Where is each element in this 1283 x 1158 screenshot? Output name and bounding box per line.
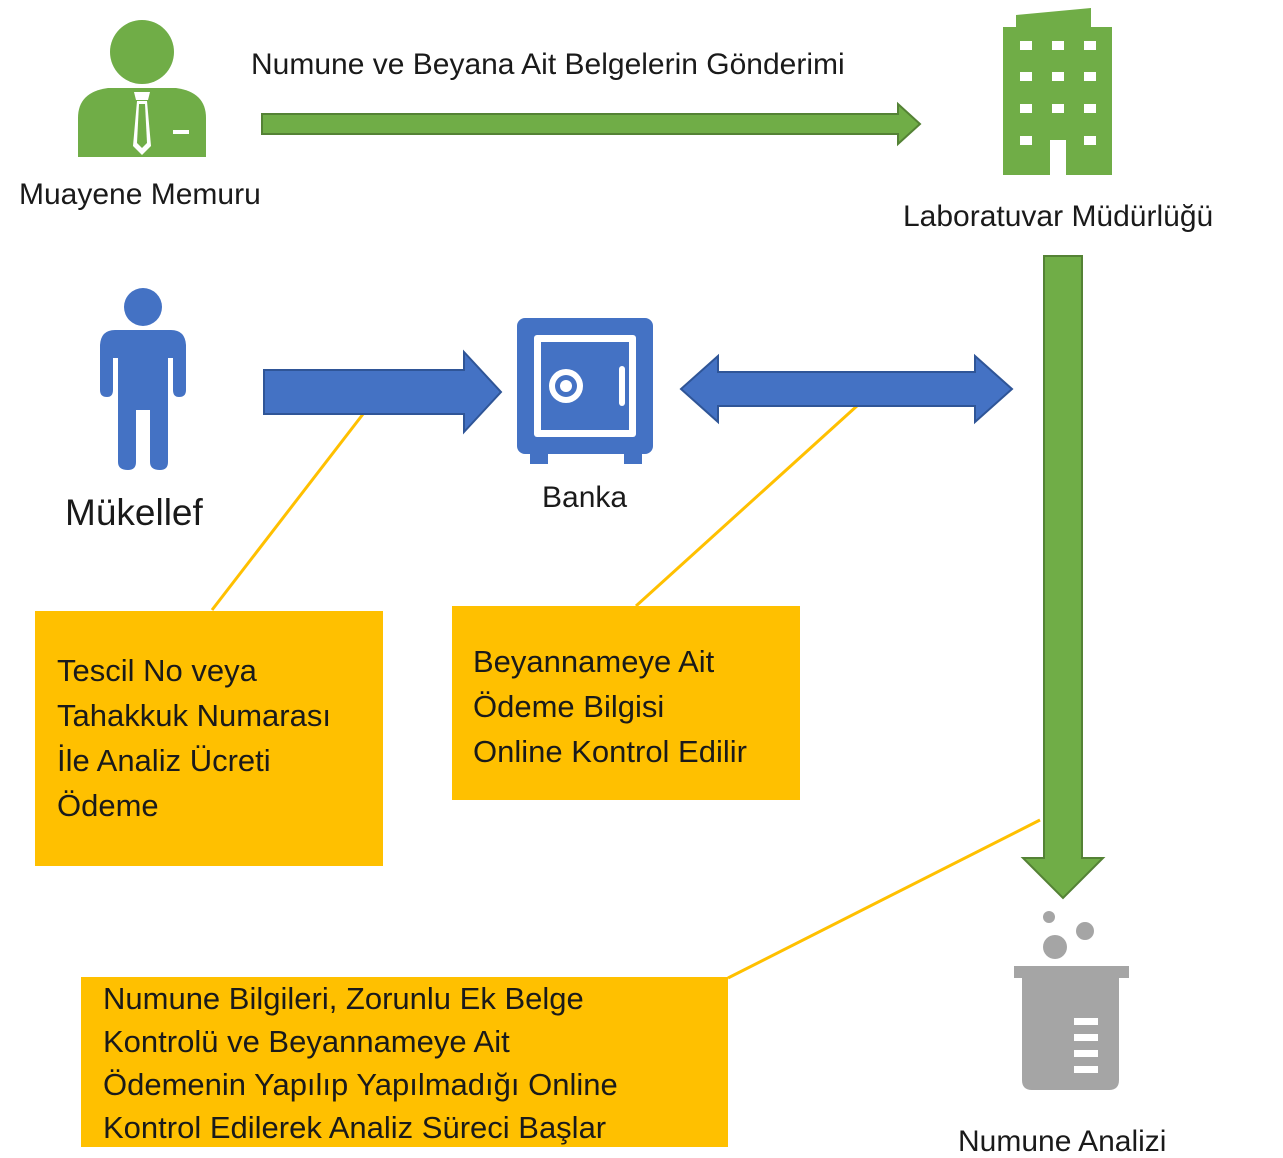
- note-analysis-start: Numune Bilgileri, Zorunlu Ek Belge Kontr…: [81, 977, 728, 1147]
- note-analysis-start-line: Numune Bilgileri, Zorunlu Ek Belge: [103, 981, 584, 1016]
- safe-icon: [517, 318, 653, 464]
- edge-label-officer-to-lab: Numune ve Beyana Ait Belgelerin Gönderim…: [251, 48, 845, 81]
- note-analysis-start-line: Ödemenin Yapılıp Yapılmadığı Online: [103, 1067, 618, 1102]
- note-analysis-start-line: Kontrol Edilerek Analiz Süreci Başlar: [103, 1110, 607, 1145]
- person-icon: [100, 288, 186, 470]
- node-label-officer: Muayene Memuru: [19, 178, 261, 211]
- note-payment: Tescil No veya Tahakkuk Numarası İle Ana…: [35, 611, 383, 866]
- arrow-taxpayer-to-bank: [263, 349, 503, 435]
- connector-bank-check: [634, 403, 860, 608]
- note-payment-line: İle Analiz Ücreti: [57, 743, 271, 778]
- note-bank-check: Beyannameye Ait Ödeme Bilgisi Online Kon…: [452, 606, 800, 800]
- note-bank-check-line: Ödeme Bilgisi: [473, 689, 665, 724]
- note-analysis-start-line: Kontrolü ve Beyannameye Ait: [103, 1024, 510, 1059]
- node-label-analysis: Numune Analizi: [958, 1125, 1167, 1158]
- note-bank-check-line: Online Kontrol Edilir: [473, 734, 747, 769]
- node-label-bank: Banka: [542, 481, 628, 514]
- connector-analysis-start: [727, 818, 1041, 980]
- officer-icon: [78, 20, 206, 157]
- arrow-lab-to-analysis: [1020, 255, 1106, 900]
- node-label-taxpayer: Mükellef: [65, 492, 203, 533]
- node-label-lab: Laboratuvar Müdürlüğü: [903, 200, 1214, 233]
- note-payment-line: Ödeme: [57, 788, 159, 823]
- building-icon: [1003, 8, 1112, 175]
- note-payment-line: Tescil No veya: [57, 653, 257, 688]
- note-bank-check-line: Beyannameye Ait: [473, 644, 715, 679]
- arrow-bank-lab-bidirectional: [679, 353, 1014, 425]
- note-payment-line: Tahakkuk Numarası: [57, 698, 331, 733]
- arrow-officer-to-lab: [261, 101, 922, 147]
- beaker-icon: [1014, 911, 1129, 1090]
- connector-payment: [210, 404, 372, 611]
